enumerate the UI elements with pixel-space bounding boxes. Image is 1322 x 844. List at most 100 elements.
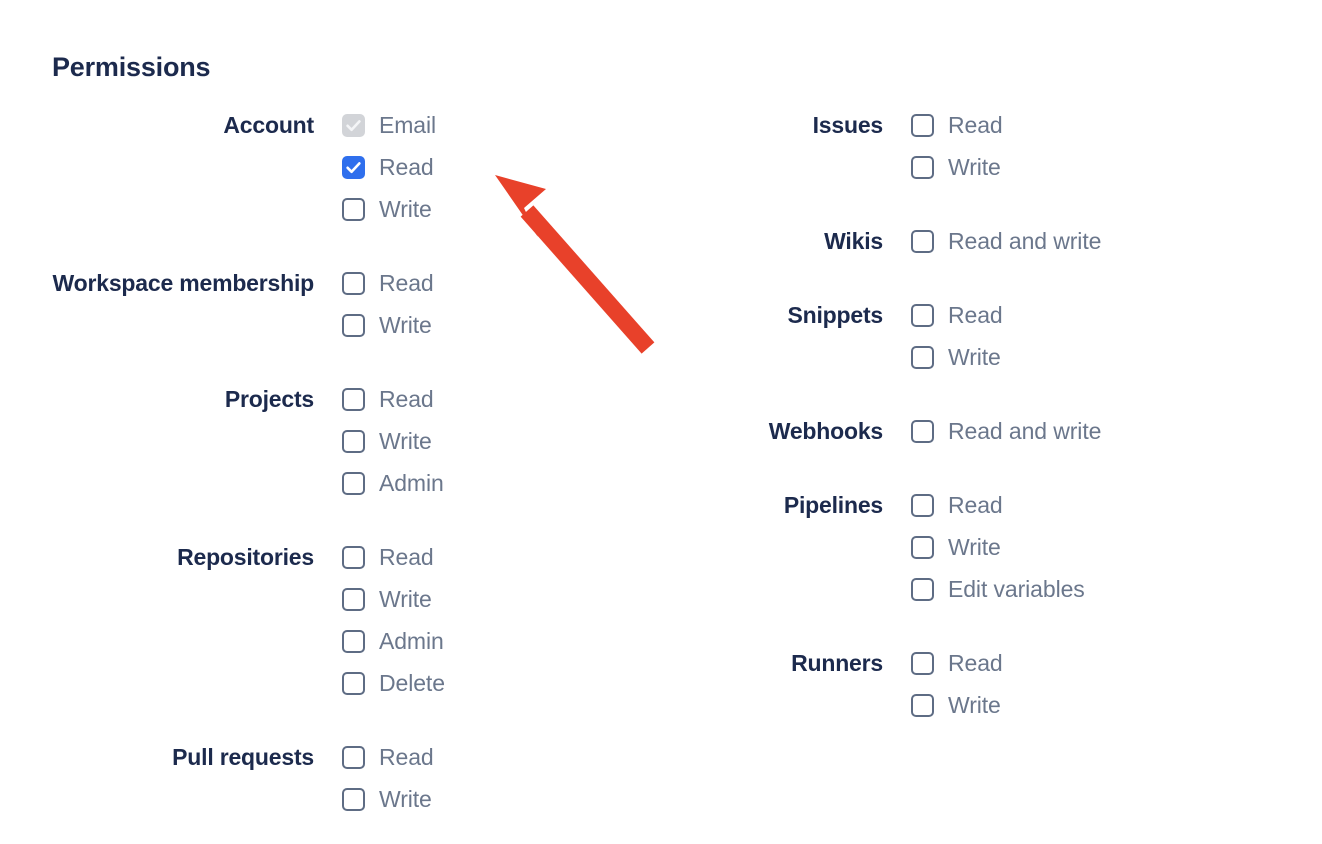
permission-group: Wikis Read and write xyxy=(560,220,1260,262)
checkbox-label: Write xyxy=(948,533,1001,560)
checkbox-read[interactable] xyxy=(342,387,365,411)
permission-option-row[interactable]: Edit variables xyxy=(911,568,1260,610)
permission-option-row[interactable]: Write xyxy=(342,420,660,462)
permission-group-label: Snippets xyxy=(787,302,883,328)
permission-group-label: Pull requests xyxy=(172,744,314,770)
checkbox-label: Read and write xyxy=(948,227,1102,254)
permission-group-label: Issues xyxy=(812,112,884,138)
checkbox-write[interactable] xyxy=(342,587,365,611)
checkbox-read[interactable] xyxy=(911,303,934,327)
permission-option-row[interactable]: Read xyxy=(911,484,1260,526)
permission-option-row[interactable]: Write xyxy=(342,188,660,230)
checkbox-write[interactable] xyxy=(342,429,365,453)
permission-group-label: Runners xyxy=(791,650,883,676)
checkbox-read[interactable] xyxy=(911,651,934,675)
checkbox-admin[interactable] xyxy=(342,471,365,495)
permission-option-row[interactable]: Read xyxy=(911,294,1260,336)
checkbox-read-and-write[interactable] xyxy=(911,229,934,253)
checkbox-write[interactable] xyxy=(911,693,934,717)
checkbox-label: Write xyxy=(379,195,432,222)
checkbox-label: Edit variables xyxy=(948,575,1085,602)
checkbox-read-and-write[interactable] xyxy=(911,419,934,443)
permission-option-row[interactable]: Read xyxy=(911,642,1260,684)
checkbox-write[interactable] xyxy=(911,535,934,559)
permission-option-row[interactable]: Write xyxy=(342,304,660,346)
permission-option-row[interactable]: Write xyxy=(342,578,660,620)
checkbox-label: Write xyxy=(948,691,1001,718)
permission-option-row[interactable]: Read and write xyxy=(911,410,1260,452)
checkbox-label: Read xyxy=(379,743,434,770)
permission-option-row[interactable]: Write xyxy=(911,146,1260,188)
checkbox-label: Read and write xyxy=(948,417,1102,444)
permission-option-row[interactable]: Read xyxy=(342,536,660,578)
permission-option-row[interactable]: Read xyxy=(342,736,660,778)
permission-option-row[interactable]: Read xyxy=(342,262,660,304)
checkbox-label: Read xyxy=(948,111,1003,138)
checkbox-label: Write xyxy=(948,153,1001,180)
permission-group: Webhooks Read and write xyxy=(560,410,1260,452)
permission-option-row[interactable]: Admin xyxy=(342,620,660,662)
checkbox-admin[interactable] xyxy=(342,629,365,653)
checkbox-delete[interactable] xyxy=(342,671,365,695)
permission-option-list: Read and write xyxy=(911,410,1260,452)
permission-option-row[interactable]: Read xyxy=(911,104,1260,146)
permission-option-row[interactable]: Delete xyxy=(342,662,660,704)
checkbox-label: Read xyxy=(948,649,1003,676)
checkbox-read[interactable] xyxy=(342,271,365,295)
permission-group-label: Projects xyxy=(224,386,314,412)
checkbox-write[interactable] xyxy=(342,313,365,337)
permission-option-row[interactable]: Read and write xyxy=(911,220,1260,262)
checkbox-label: Email xyxy=(379,111,437,138)
checkbox-label: Write xyxy=(379,427,432,454)
permission-group-label: Webhooks xyxy=(768,418,883,444)
checkbox-read[interactable] xyxy=(342,545,365,569)
checkbox-write[interactable] xyxy=(911,345,934,369)
permission-option-row[interactable]: Read xyxy=(342,146,660,188)
permission-option-row[interactable]: Write xyxy=(342,778,660,820)
checkbox-read[interactable] xyxy=(911,493,934,517)
permission-option-row[interactable]: Write xyxy=(911,526,1260,568)
checkbox-edit-variables[interactable] xyxy=(911,577,934,601)
checkbox-read[interactable] xyxy=(911,113,934,137)
permission-option-row[interactable]: Read xyxy=(342,378,660,420)
checkbox-write[interactable] xyxy=(911,155,934,179)
checkbox-label: Read xyxy=(379,385,434,412)
checkbox-read[interactable] xyxy=(342,745,365,769)
checkbox-label: Read xyxy=(379,153,434,180)
checkbox-label: Write xyxy=(948,343,1001,370)
permission-option-row[interactable]: Admin xyxy=(342,462,660,504)
checkbox-read[interactable] xyxy=(342,155,365,179)
permission-option-list: Read and write xyxy=(911,220,1260,262)
permission-option-row[interactable]: Write xyxy=(911,336,1260,378)
checkbox-email xyxy=(342,113,365,137)
permission-option-row[interactable]: Write xyxy=(911,684,1260,726)
checkbox-label: Read xyxy=(379,269,434,296)
permission-option-row[interactable]: Email xyxy=(342,104,660,146)
checkbox-label: Delete xyxy=(379,669,445,696)
permission-group-label: Pipelines xyxy=(783,492,883,518)
checkbox-write[interactable] xyxy=(342,787,365,811)
checkbox-write[interactable] xyxy=(342,197,365,221)
permission-group-label: Account xyxy=(223,112,314,138)
permission-group-label: Wikis xyxy=(824,228,883,254)
permission-group-label: Repositories xyxy=(177,544,314,570)
checkbox-label: Read xyxy=(948,491,1003,518)
checkbox-label: Admin xyxy=(379,469,444,496)
checkbox-label: Read xyxy=(948,301,1003,328)
checkbox-label: Write xyxy=(379,311,432,338)
